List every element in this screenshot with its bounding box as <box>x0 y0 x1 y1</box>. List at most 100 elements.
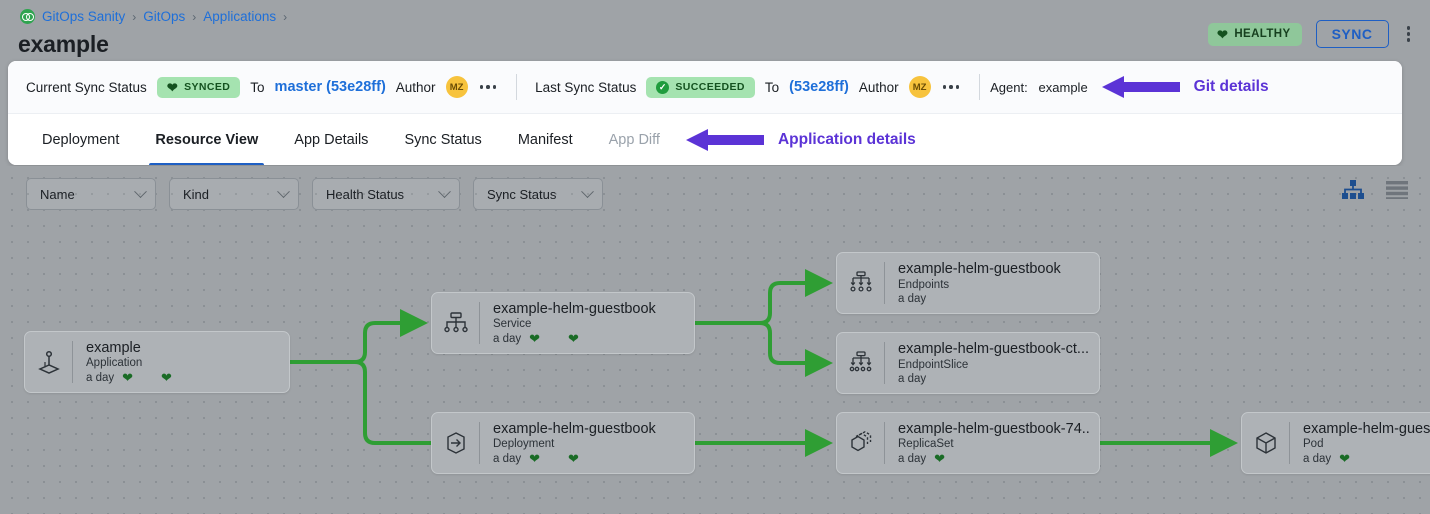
chevron-down-icon <box>277 184 290 198</box>
node-age: a day <box>493 452 522 465</box>
tree-view-icon[interactable] <box>1342 180 1364 200</box>
node-meta: a day ❤ ❤ <box>493 332 656 345</box>
graph-node-service[interactable]: example-helm-guestbook Service a day ❤ ❤ <box>431 292 695 354</box>
current-sync-status-value: SYNCED <box>184 81 231 93</box>
node-meta: a day <box>898 373 1089 385</box>
node-age: a day <box>86 371 115 384</box>
ellipsis-icon[interactable] <box>941 81 962 93</box>
node-age: a day <box>898 373 927 385</box>
resource-graph-canvas[interactable]: Name Kind Health Status Sync Status <box>0 166 1430 514</box>
breadcrumb-item-2[interactable]: Applications <box>203 9 277 24</box>
endpoints-icon <box>837 253 884 313</box>
heart-icon: ❤ <box>1217 26 1229 42</box>
health-heart-icon: ❤ <box>529 331 541 346</box>
replicaset-icon <box>837 413 884 473</box>
tab-app-details[interactable]: App Details <box>294 131 369 148</box>
gitops-logo-icon <box>20 9 35 24</box>
sync-heart-icon: ❤ <box>161 370 172 385</box>
current-author-label: Author <box>395 79 436 95</box>
last-author-label: Author <box>858 79 899 95</box>
node-kind: Pod <box>1303 438 1324 450</box>
tab-resource-view[interactable]: Resource View <box>137 114 276 165</box>
application-details-annotation-group: Application details <box>685 128 916 151</box>
agent-group: Agent: example Git details <box>990 76 1269 98</box>
ellipsis-icon[interactable] <box>478 81 499 93</box>
filter-name[interactable]: Name <box>26 178 156 210</box>
node-kind: EndpointSlice <box>898 359 969 371</box>
node-content: example Application a day ❤ ❤ <box>73 332 182 392</box>
node-age: a day <box>898 452 927 465</box>
filter-health-status-label: Health Status <box>326 186 405 202</box>
git-details-annotation: Git details <box>1193 78 1269 95</box>
chevron-down-icon <box>438 184 451 198</box>
graph-node-application[interactable]: example Application a day ❤ ❤ <box>24 331 290 393</box>
service-icon <box>432 293 479 353</box>
filter-kind[interactable]: Kind <box>169 178 299 210</box>
health-heart-icon: ❤ <box>122 370 134 385</box>
node-age: a day <box>898 293 927 305</box>
arrow-left-icon <box>1101 76 1180 98</box>
application-icon <box>25 332 72 392</box>
endpointslice-icon <box>837 333 884 393</box>
kebab-menu-icon[interactable] <box>1403 24 1415 44</box>
page-title: example <box>18 31 109 57</box>
divider <box>1289 422 1290 464</box>
application-details-annotation: Application details <box>777 130 916 148</box>
node-name: example-helm-guestbook-ct... <box>898 341 1089 357</box>
node-meta: a day <box>898 293 1061 305</box>
node-kind: Endpoints <box>898 279 950 291</box>
health-status-badge[interactable]: ❤ HEALTHY <box>1208 22 1302 46</box>
filter-health-status[interactable]: Health Status <box>312 178 460 210</box>
pod-icon <box>1242 413 1289 473</box>
breadcrumb-separator: › <box>283 9 288 24</box>
tab-bar: Deployment Resource View App Details Syn… <box>8 113 1402 165</box>
node-content: example-helm-guestbook Service a day ❤ ❤ <box>480 293 666 353</box>
filter-kind-label: Kind <box>183 186 210 202</box>
last-sync-status-value: SUCCEEDED <box>675 81 745 93</box>
filter-sync-status[interactable]: Sync Status <box>473 178 603 210</box>
tab-sync-status[interactable]: Sync Status <box>404 131 482 148</box>
agent-value: example <box>1038 79 1088 95</box>
node-name: example-helm-guestbook <box>493 301 656 316</box>
node-meta: a day ❤ <box>898 452 1089 465</box>
current-revision-link[interactable]: master (53e28ff) <box>274 79 386 95</box>
node-name: example <box>86 340 141 355</box>
graph-node-pod[interactable]: example-helm-guest Pod a day ❤ <box>1241 412 1430 474</box>
node-kind: Service <box>493 318 532 330</box>
sync-heart-icon: ❤ <box>568 451 579 466</box>
divider <box>516 74 518 100</box>
last-to-label: To <box>764 79 780 95</box>
node-content: example-helm-guestbook-74... ReplicaSet … <box>885 413 1099 473</box>
node-name: example-helm-guest <box>1303 421 1430 436</box>
last-sync-status-group: Last Sync Status ✓ SUCCEEDED To (53e28ff… <box>527 76 969 98</box>
graph-node-endpointslice[interactable]: example-helm-guestbook-ct... EndpointSli… <box>836 332 1100 394</box>
node-content: example-helm-guest Pod a day ❤ <box>1290 413 1430 473</box>
health-status-label: HEALTHY <box>1234 28 1291 40</box>
graph-node-deployment[interactable]: example-helm-guestbook Deployment a day … <box>431 412 695 474</box>
breadcrumb-separator: › <box>192 9 197 24</box>
last-revision-link[interactable]: (53e28ff) <box>789 79 849 95</box>
tab-app-diff[interactable]: App Diff <box>608 131 660 148</box>
chevron-down-icon <box>581 184 594 198</box>
chevron-down-icon <box>134 184 147 198</box>
application-details-panel: Current Sync Status ❤ SYNCED To master (… <box>8 61 1402 165</box>
sync-button[interactable]: SYNC <box>1315 20 1389 48</box>
filter-bar: Name Kind Health Status Sync Status <box>26 178 603 210</box>
breadcrumb-item-0[interactable]: GitOps Sanity <box>42 9 126 24</box>
divider <box>979 74 981 100</box>
breadcrumb-item-1[interactable]: GitOps <box>143 9 186 24</box>
tab-deployment[interactable]: Deployment <box>42 131 120 148</box>
tab-manifest[interactable]: Manifest <box>517 131 573 148</box>
divider <box>884 262 885 304</box>
list-view-icon[interactable] <box>1386 181 1408 199</box>
graph-node-replicaset[interactable]: example-helm-guestbook-74... ReplicaSet … <box>836 412 1100 474</box>
breadcrumb: GitOps Sanity › GitOps › Applications › <box>20 9 287 24</box>
node-kind: Deployment <box>493 438 555 450</box>
node-age: a day <box>1303 452 1332 465</box>
divider <box>72 341 73 383</box>
node-name: example-helm-guestbook-74... <box>898 421 1089 436</box>
graph-node-endpoints[interactable]: example-helm-guestbook Endpoints a day <box>836 252 1100 314</box>
filter-sync-status-label: Sync Status <box>487 186 557 202</box>
node-name: example-helm-guestbook <box>898 261 1061 277</box>
